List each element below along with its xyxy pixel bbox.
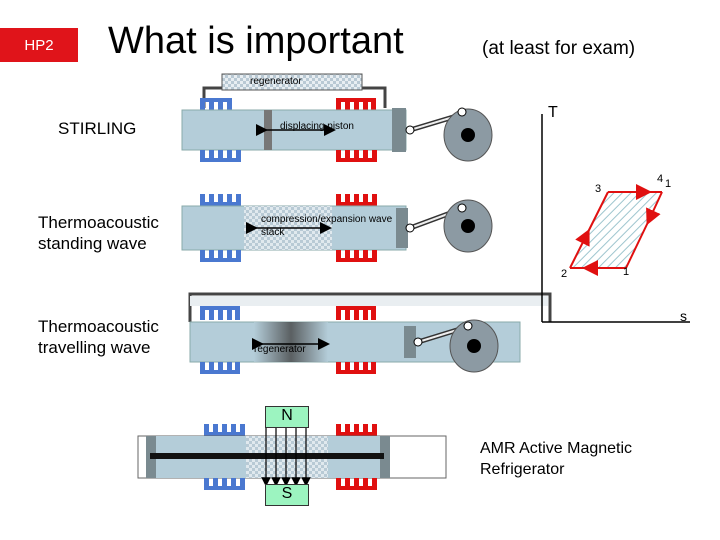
standing-piston <box>396 208 408 248</box>
stirling-cold-hx-top <box>200 98 232 110</box>
travelling-regenerator-label: regenerator <box>254 344 306 355</box>
amr-hot-hx-top <box>336 424 377 436</box>
stirling-cold-hx-bottom <box>200 150 241 162</box>
amr-field-lines <box>261 426 311 487</box>
standing-hot-hx-top <box>336 194 377 206</box>
slide-badge: HP2 <box>0 28 78 62</box>
standing-wave-label: Thermoacoustic standing wave <box>38 213 159 253</box>
travelling-wave-engine <box>188 292 552 374</box>
stirling-regenerator <box>221 73 363 91</box>
stirling-hot-hx-top <box>336 98 376 110</box>
travelling-regenerator <box>254 322 328 362</box>
stirling-label: STIRLING <box>58 119 137 138</box>
travelling-wave-label: Thermoacoustic travelling wave <box>38 317 159 357</box>
travelling-hot-hx-bottom <box>336 362 376 374</box>
travelling-piston <box>404 326 416 358</box>
travelling-cold-hx-top <box>200 306 240 320</box>
standing-cold-hx-bottom <box>200 250 241 262</box>
ts-y-axis-label: T <box>548 104 558 121</box>
amr-shaft <box>150 453 384 459</box>
travelling-loop-pipe <box>188 292 552 322</box>
standing-wave-engine <box>181 194 493 262</box>
ts-point-1: 1 <box>623 266 630 278</box>
ts-point-4: 4 <box>657 173 664 185</box>
standing-hot-hx-bottom <box>336 250 377 262</box>
magnet-north-pole: N <box>265 406 309 428</box>
ts-x-axis-label: s <box>680 308 687 324</box>
slide-title: What is important <box>108 20 404 62</box>
stirling-piston <box>392 108 406 152</box>
amr-cold-hx-top <box>204 424 245 436</box>
travelling-hot-hx-top <box>336 306 376 320</box>
ts-point-2: 2 <box>561 268 568 280</box>
slide-subtitle: (at least for exam) <box>482 38 636 59</box>
ts-point-3: 3 <box>595 183 602 195</box>
magnet-south-pole: S <box>265 484 309 506</box>
displacing-piston-label: displacing piston <box>280 121 354 132</box>
stack-label: stack <box>261 227 285 238</box>
stirling-hot-hx-bottom <box>336 150 377 162</box>
ts-cycle-arrows <box>569 184 663 276</box>
ts-diagram <box>541 114 690 323</box>
ts-point-1-top: 1 <box>665 178 672 190</box>
amr-cold-hx-bottom <box>204 478 245 490</box>
amr-device <box>137 424 447 490</box>
ts-cycle-area <box>570 192 662 268</box>
compression-expansion-label: compression/expansion wave <box>261 214 393 225</box>
amr-hot-hx-bottom <box>336 478 377 490</box>
stirling-engine <box>181 73 493 162</box>
stirling-regenerator-label: regenerator <box>250 76 302 87</box>
standing-cold-hx-top <box>200 194 241 206</box>
amr-label: AMR Active Magnetic Refrigerator <box>480 440 633 478</box>
travelling-cold-hx-bottom <box>200 362 240 374</box>
